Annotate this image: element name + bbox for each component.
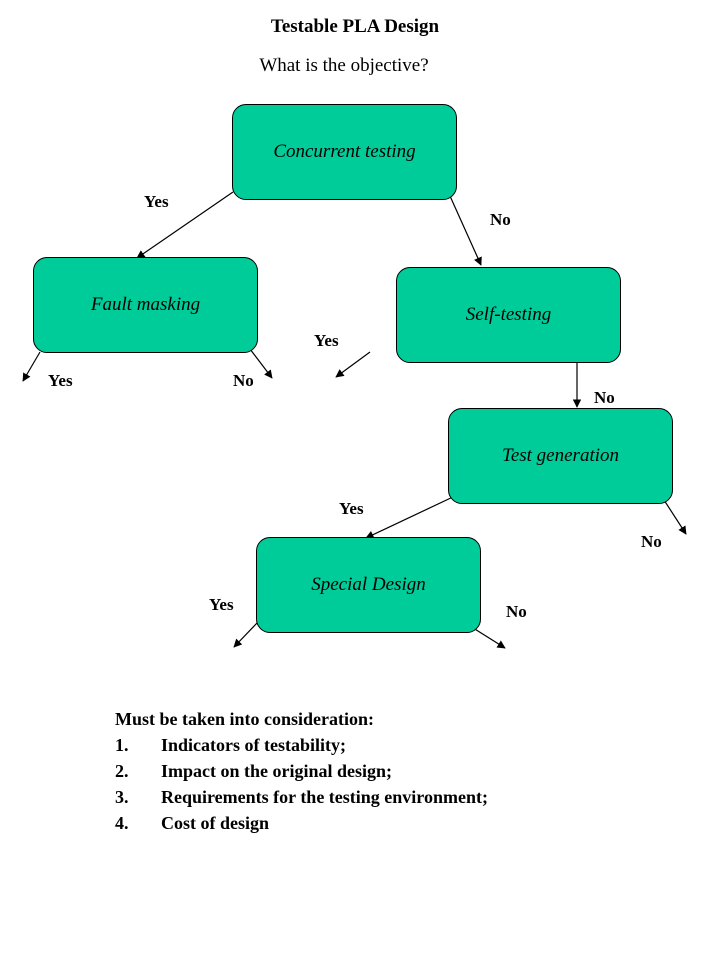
page-subtitle: What is the objective? (259, 55, 429, 76)
list-item-text: Requirements for the testing environment… (161, 787, 488, 807)
list-item-text: Cost of design (161, 813, 270, 833)
edge-self-yes (335, 351, 371, 378)
label-no-testgen: No (641, 532, 662, 551)
node-test-generation: Test generation (448, 408, 673, 504)
list-item: 4. Cost of design (115, 810, 488, 836)
edge-testgen-yes (365, 495, 456, 539)
label-no-self: No (594, 388, 615, 407)
list-item: 2. Impact on the original design; (115, 758, 488, 784)
list-item-number: 4. (115, 813, 129, 833)
label-yes-fault: Yes (48, 371, 73, 390)
node-special-design: Special Design (256, 537, 481, 633)
edge-testgen-no (663, 499, 687, 535)
label-yes-testgen: Yes (339, 499, 364, 518)
node-fault-masking: Fault masking (33, 257, 258, 353)
considerations-heading: Must be taken into consideration: (115, 709, 375, 729)
list-item: 1. Indicators of testability; (115, 732, 488, 758)
label-no-special: No (506, 602, 527, 621)
label-no-fault: No (233, 371, 254, 390)
list-item-text: Indicators of testability; (161, 735, 346, 755)
considerations-list: Must be taken into consideration: 1. Indi… (115, 706, 488, 836)
edge-concurrent-no (449, 195, 482, 266)
edge-fault-no (249, 348, 273, 379)
label-yes-self: Yes (314, 331, 339, 350)
list-item: 3. Requirements for the testing environme… (115, 784, 488, 810)
edge-special-yes (233, 621, 259, 648)
label-yes-special: Yes (209, 595, 234, 614)
list-item-number: 1. (115, 735, 129, 755)
node-concurrent-testing: Concurrent testing (232, 104, 457, 200)
list-item-number: 2. (115, 761, 129, 781)
label-no-concurrent: No (490, 210, 511, 229)
edge-fault-yes (22, 351, 41, 382)
edge-concurrent-yes (136, 191, 234, 259)
label-yes-concurrent: Yes (144, 192, 169, 211)
node-self-testing: Self-testing (396, 267, 621, 363)
page-title: Testable PLA Design (270, 16, 440, 37)
list-item-text: Impact on the original design; (161, 761, 393, 781)
list-item-number: 3. (115, 787, 129, 807)
